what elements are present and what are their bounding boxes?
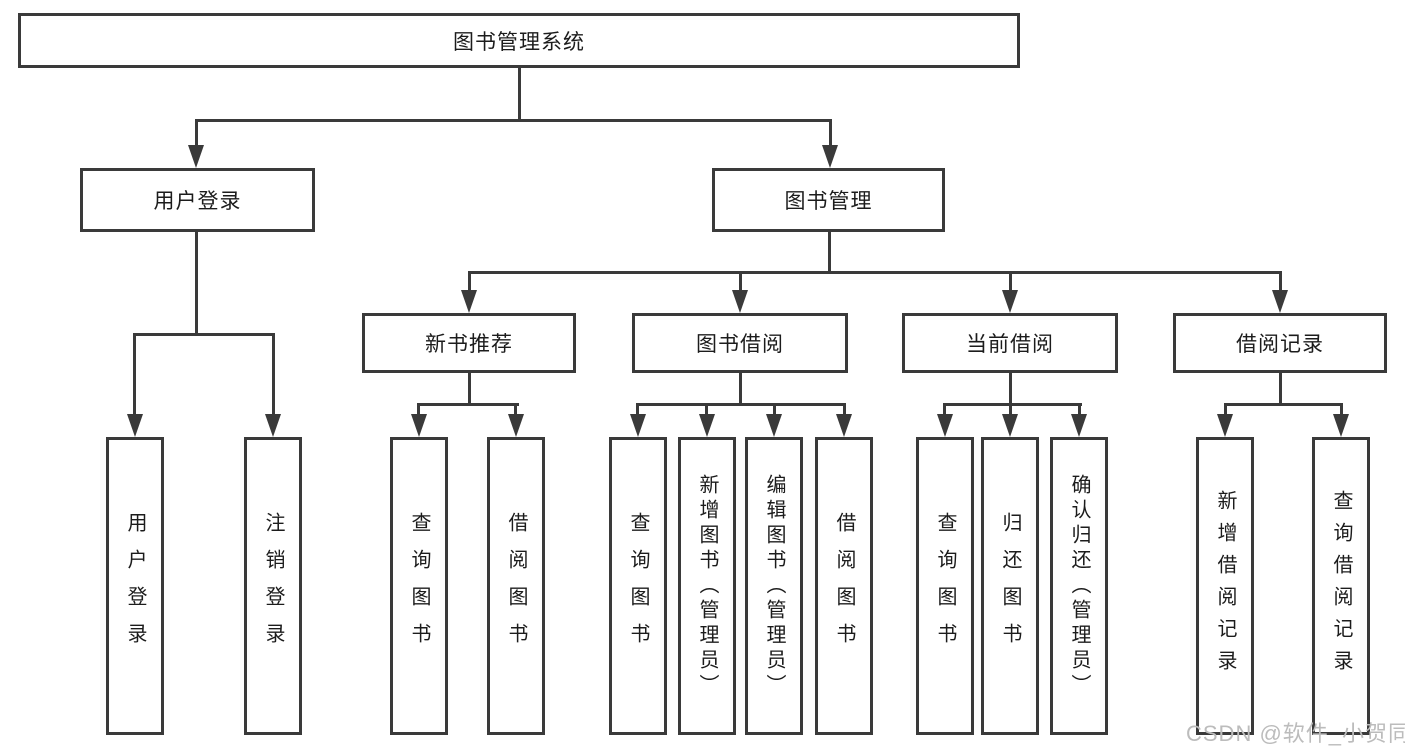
connector-line xyxy=(1009,373,1012,406)
arrow-down-icon xyxy=(766,414,782,437)
node-new-book-recommend-label: 新书推荐 xyxy=(425,333,513,356)
connector-line xyxy=(468,271,1282,274)
connector-line xyxy=(1279,271,1282,293)
leaf-return-books-label: 归还图书 xyxy=(999,512,1021,660)
leaf-query-books-recommend-label: 查询图书 xyxy=(408,512,430,660)
connector-line xyxy=(843,403,846,417)
connector-line xyxy=(133,333,136,417)
leaf-borrow-books-recommend-label: 借阅图书 xyxy=(505,512,527,660)
node-root-label: 图书管理系统 xyxy=(453,30,585,54)
connector-line xyxy=(636,403,846,406)
arrow-down-icon xyxy=(1333,414,1349,437)
connector-line xyxy=(1009,403,1012,417)
connector-line xyxy=(417,403,420,417)
leaf-add-borrow-record-label: 新增借阅记录 xyxy=(1214,490,1236,682)
connector-line xyxy=(1009,271,1012,293)
leaf-confirm-return-admin-label: 确认归还（管理员） xyxy=(1068,473,1090,699)
leaf-borrow-books-recommend: 借阅图书 xyxy=(487,437,545,735)
node-user-login: 用户登录 xyxy=(80,168,315,232)
leaf-edit-books-admin: 编辑图书（管理员） xyxy=(745,437,803,735)
node-current-borrow-label: 当前借阅 xyxy=(966,333,1054,356)
leaf-logout: 注销登录 xyxy=(244,437,302,735)
connector-line xyxy=(195,119,198,150)
node-book-borrow: 图书借阅 xyxy=(632,313,848,373)
leaf-query-books-recommend: 查询图书 xyxy=(390,437,448,735)
leaf-return-books: 归还图书 xyxy=(981,437,1039,735)
csdn-watermark: CSDN @软件_小贺同学 xyxy=(1186,721,1405,746)
node-book-borrow-label: 图书借阅 xyxy=(696,333,784,356)
arrow-down-icon xyxy=(937,414,953,437)
connector-line xyxy=(272,333,275,417)
arrow-down-icon xyxy=(1272,290,1288,313)
connector-line xyxy=(943,403,946,417)
connector-line xyxy=(468,271,471,293)
arrow-down-icon xyxy=(127,414,143,437)
arrow-down-icon xyxy=(411,414,427,437)
node-user-login-label: 用户登录 xyxy=(153,190,242,213)
leaf-confirm-return-admin: 确认归还（管理员） xyxy=(1050,437,1108,735)
leaf-borrow-books-label: 借阅图书 xyxy=(833,512,855,660)
connector-line xyxy=(739,271,742,293)
leaf-logout-label: 注销登录 xyxy=(262,512,284,660)
node-root: 图书管理系统 xyxy=(18,13,1020,68)
connector-line xyxy=(195,232,198,336)
leaf-edit-books-admin-label: 编辑图书（管理员） xyxy=(763,473,785,699)
leaf-user-login-label: 用户登录 xyxy=(124,512,146,660)
connector-line xyxy=(518,68,521,121)
connector-line xyxy=(1340,403,1343,417)
connector-line xyxy=(1224,403,1227,417)
leaf-add-books-admin: 新增图书（管理员） xyxy=(678,437,736,735)
node-book-management-label: 图书管理 xyxy=(784,190,873,213)
arrow-down-icon xyxy=(630,414,646,437)
node-borrow-records: 借阅记录 xyxy=(1173,313,1387,373)
leaf-query-books-current: 查询图书 xyxy=(916,437,974,735)
arrow-down-icon xyxy=(1002,290,1018,313)
connector-line xyxy=(773,403,776,417)
arrow-down-icon xyxy=(461,290,477,313)
node-current-borrow: 当前借阅 xyxy=(902,313,1118,373)
arrow-down-icon xyxy=(1002,414,1018,437)
arrow-down-icon xyxy=(265,414,281,437)
leaf-add-books-admin-label: 新增图书（管理员） xyxy=(696,473,718,699)
arrow-down-icon xyxy=(1217,414,1233,437)
connector-line xyxy=(1279,373,1282,406)
leaf-borrow-books: 借阅图书 xyxy=(815,437,873,735)
connector-line xyxy=(133,333,275,336)
connector-line xyxy=(829,119,832,150)
connector-line xyxy=(417,403,519,406)
leaf-user-login: 用户登录 xyxy=(106,437,164,735)
arrow-down-icon xyxy=(699,414,715,437)
arrow-down-icon xyxy=(836,414,852,437)
leaf-query-borrow-record: 查询借阅记录 xyxy=(1312,437,1370,735)
leaf-query-books-borrow-label: 查询图书 xyxy=(627,512,649,660)
leaf-add-borrow-record: 新增借阅记录 xyxy=(1196,437,1254,735)
arrow-down-icon xyxy=(188,145,204,168)
node-book-management: 图书管理 xyxy=(712,168,945,232)
connector-line xyxy=(943,403,1082,406)
connector-line xyxy=(636,403,639,417)
leaf-query-books-current-label: 查询图书 xyxy=(934,512,956,660)
arrow-down-icon xyxy=(1071,414,1087,437)
arrow-down-icon xyxy=(822,145,838,168)
connector-line xyxy=(468,373,471,406)
connector-line xyxy=(1224,403,1343,406)
arrow-down-icon xyxy=(508,414,524,437)
leaf-query-borrow-record-label: 查询借阅记录 xyxy=(1330,490,1352,682)
arrow-down-icon xyxy=(732,290,748,313)
connector-line xyxy=(705,403,708,417)
connector-line xyxy=(828,232,831,274)
connector-line xyxy=(739,373,742,406)
node-new-book-recommend: 新书推荐 xyxy=(362,313,576,373)
connector-line xyxy=(514,403,517,417)
connector-line xyxy=(1078,403,1081,417)
node-borrow-records-label: 借阅记录 xyxy=(1236,333,1324,356)
connector-line xyxy=(195,119,832,122)
leaf-query-books-borrow: 查询图书 xyxy=(609,437,667,735)
